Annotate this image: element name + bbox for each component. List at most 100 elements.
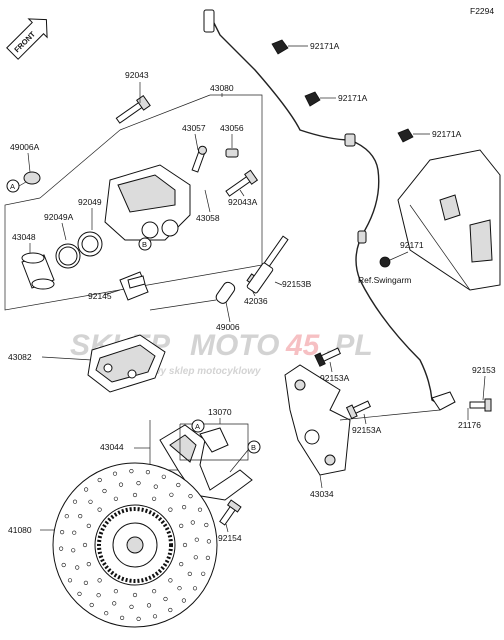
callout-b-caliper xyxy=(138,237,152,251)
diagram-code: F2294 xyxy=(470,6,494,16)
boot-49006 xyxy=(215,281,236,304)
pin-43057 xyxy=(191,145,207,173)
disc-hole xyxy=(112,601,117,606)
disc-hole xyxy=(64,514,69,519)
disc-hole xyxy=(83,487,89,492)
label-43082: 43082 xyxy=(8,352,32,362)
cable-grommet-lower xyxy=(357,230,367,244)
label-92145: 92145 xyxy=(88,291,112,301)
label-92049A: 92049A xyxy=(44,212,74,222)
callout-b-bracket-label: B xyxy=(251,443,256,452)
disc-hole xyxy=(201,571,206,576)
label-92154: 92154 xyxy=(218,533,242,543)
disc-hole xyxy=(118,482,124,487)
disc-hole xyxy=(153,484,158,489)
cable-grommet xyxy=(344,133,356,147)
label-49006: 49006 xyxy=(216,322,240,332)
seal-92049A xyxy=(55,243,81,269)
label-43080: 43080 xyxy=(210,83,234,93)
label-13070: 13070 xyxy=(208,407,232,417)
sensor-connector xyxy=(203,9,215,33)
cable-clamp-3 xyxy=(397,128,414,143)
brake-pads-43082 xyxy=(87,334,166,393)
brake-disc-41080 xyxy=(52,462,218,628)
watermark-brand-num: 45 xyxy=(285,329,321,362)
label-43056: 43056 xyxy=(220,123,244,133)
disc-hole xyxy=(136,481,141,486)
bracket-43034 xyxy=(284,364,351,476)
label-43048: 43048 xyxy=(12,232,36,242)
abs-sensor-cable xyxy=(203,9,456,411)
disc-hole xyxy=(206,539,211,544)
disc-drill-holes xyxy=(58,469,211,622)
disc-hole xyxy=(86,523,91,529)
label-ref-swingarm: Ref.Swingarm xyxy=(358,275,411,285)
disc-hole xyxy=(132,492,138,498)
disc-hole xyxy=(188,494,193,499)
label-43044: 43044 xyxy=(100,442,124,452)
disc-hole xyxy=(77,591,82,597)
callout-a-bracket-label: A xyxy=(195,422,200,431)
label-92153A-lower: 92153A xyxy=(352,425,382,435)
disc-hole xyxy=(177,586,182,591)
callout-a-top-label: A xyxy=(10,182,15,191)
label-92171A-1: 92171A xyxy=(310,41,340,51)
disc-hole xyxy=(182,505,187,510)
disc-hole xyxy=(102,488,107,494)
label-92171A-3: 92171A xyxy=(432,129,462,139)
disc-hole xyxy=(187,571,192,577)
bolt-92043 xyxy=(115,94,151,124)
disc-hole xyxy=(72,499,78,504)
label-42036: 42036 xyxy=(244,296,268,306)
bolt-92153A-upper xyxy=(314,347,341,367)
disc-hole xyxy=(152,496,157,501)
disc-hole xyxy=(97,578,102,583)
watermark-brand-right: MOTO xyxy=(190,329,279,362)
disc-hole xyxy=(168,507,173,512)
disc-hole xyxy=(129,469,134,474)
label-49006A: 49006A xyxy=(10,142,40,152)
disc-hole xyxy=(112,471,118,476)
swingarm-reference xyxy=(397,149,501,291)
disc-hole xyxy=(193,555,198,560)
label-43057: 43057 xyxy=(182,123,206,133)
callout-b-caliper-label: B xyxy=(142,240,147,249)
disc-hole xyxy=(205,555,210,561)
disc-hole xyxy=(86,561,91,567)
disc-hole xyxy=(75,565,80,570)
front-direction-arrow: FRONT xyxy=(6,18,48,60)
disc-hole xyxy=(71,548,76,553)
disc-hole xyxy=(145,470,150,475)
label-43034: 43034 xyxy=(310,489,334,499)
bolt-92043A xyxy=(225,169,259,197)
disc-hole xyxy=(129,604,134,610)
disc-hole xyxy=(146,603,152,608)
disc-hole xyxy=(59,529,65,535)
disc-hole xyxy=(190,520,195,525)
disc-hole xyxy=(182,542,188,548)
bolt-92153A-lower xyxy=(345,400,371,420)
label-92153: 92153 xyxy=(472,365,496,375)
disc-hole xyxy=(181,598,186,603)
cap-49006A xyxy=(23,171,41,185)
disc-hole xyxy=(152,589,157,594)
clip-92145 xyxy=(119,271,149,301)
disc-hole xyxy=(82,542,88,548)
label-21176: 21176 xyxy=(458,420,481,430)
cable-clamp-2 xyxy=(304,91,321,107)
disc-hole xyxy=(119,615,125,621)
sleeve-42036 xyxy=(246,262,274,294)
disc-hole xyxy=(132,592,138,598)
cable-clamp-1 xyxy=(271,39,289,55)
disc-hole xyxy=(163,596,168,602)
disc-hole xyxy=(152,614,158,619)
disc-hole xyxy=(97,507,102,512)
disc-hole xyxy=(197,507,203,512)
label-92153B: 92153B xyxy=(282,279,312,289)
label-43058: 43058 xyxy=(196,213,220,223)
callout-a-bracket xyxy=(191,419,205,433)
disc-hole xyxy=(176,482,181,488)
label-92049: 92049 xyxy=(78,197,102,207)
disc-hole xyxy=(168,607,173,613)
bolt-92154 xyxy=(219,499,242,526)
